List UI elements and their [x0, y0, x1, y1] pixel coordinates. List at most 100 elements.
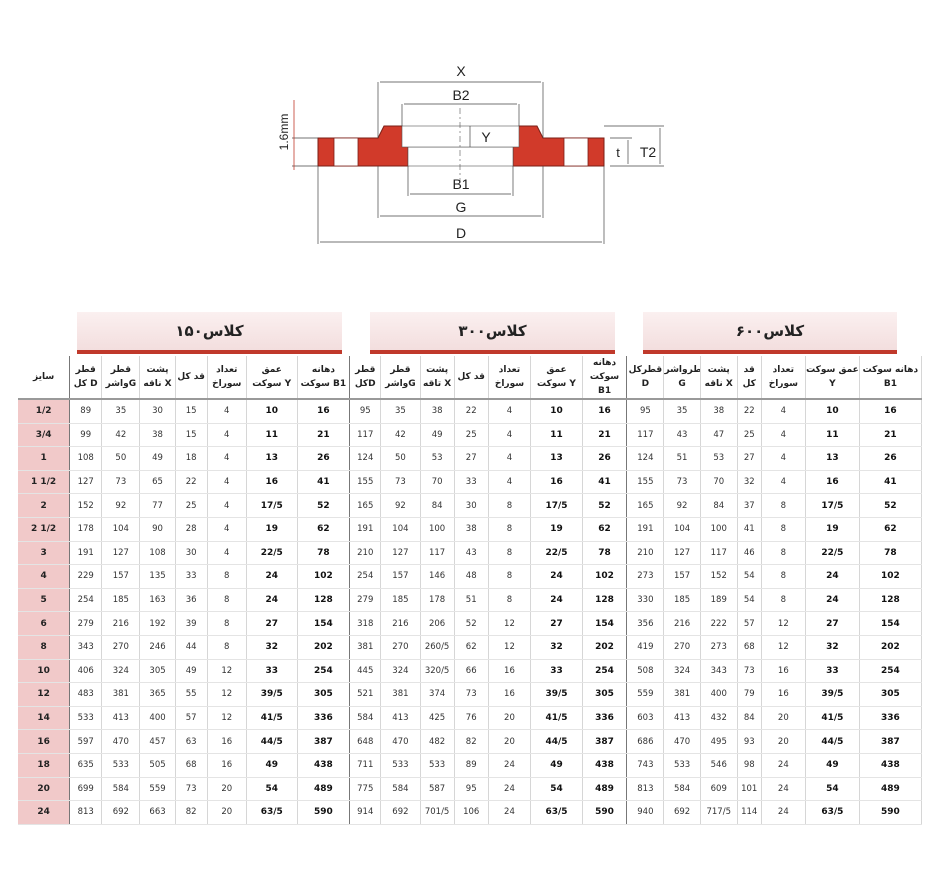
header-size: سایز — [18, 356, 71, 400]
header-600-2: تعداد سوراخ — [761, 356, 807, 400]
cell-c150-6: 635 — [69, 753, 103, 778]
cell-c600-6: 124 — [626, 446, 665, 471]
cell-c600-6: 603 — [626, 706, 665, 731]
cell-c300-3: 43 — [454, 541, 489, 566]
cell-c300-4: 425 — [420, 706, 455, 731]
cell-c300-2: 16 — [488, 659, 532, 684]
cell-c150-6: 191 — [69, 541, 103, 566]
header-300-2: تعداد سوراخ — [488, 356, 532, 400]
cell-c600-0: 387 — [859, 729, 923, 754]
cell-c150-5: 157 — [101, 564, 141, 589]
cell-c150-2: 8 — [207, 635, 247, 660]
cell-c150-4: 163 — [139, 588, 176, 613]
cell-c600-2: 16 — [761, 659, 807, 684]
cell-c600-2: 16 — [761, 682, 807, 707]
cell-c150-1: 41/5 — [246, 706, 298, 731]
cell-c300-0: 438 — [582, 753, 628, 778]
cell-c300-6: 95 — [349, 399, 382, 424]
cell-c150-1: 16 — [246, 470, 298, 495]
cell-c150-0: 254 — [297, 659, 351, 684]
cell-c150-2: 16 — [207, 729, 247, 754]
cell-c300-4: 260/5 — [420, 635, 455, 660]
cell-c150-3: 36 — [175, 588, 208, 613]
cell-c300-2: 24 — [488, 777, 532, 802]
size-cell: 16 — [18, 729, 71, 754]
cell-c150-5: 584 — [101, 777, 141, 802]
cell-c300-4: 146 — [420, 564, 455, 589]
cell-c300-2: 20 — [488, 706, 532, 731]
cell-c600-4: 84 — [700, 493, 738, 518]
cell-c150-1: 19 — [246, 517, 298, 542]
cell-c300-1: 13 — [530, 446, 583, 471]
cell-c600-2: 8 — [761, 588, 807, 613]
cell-c600-1: 17/5 — [805, 493, 860, 518]
cell-c150-3: 49 — [175, 659, 208, 684]
cell-c600-0: 41 — [859, 470, 923, 495]
cell-c150-0: 52 — [297, 493, 351, 518]
cell-c600-2: 4 — [761, 423, 807, 448]
cell-c150-2: 20 — [207, 777, 247, 802]
cell-c300-4: 70 — [420, 470, 455, 495]
label-t: t — [616, 145, 620, 160]
cell-c300-6: 318 — [349, 611, 382, 636]
header-300-0: دهانه سوکت B1 — [582, 356, 628, 400]
cell-c300-5: 185 — [380, 588, 421, 613]
cell-c300-0: 387 — [582, 729, 628, 754]
cell-c150-2: 4 — [207, 423, 247, 448]
cell-c300-3: 30 — [454, 493, 489, 518]
cell-c600-6: 273 — [626, 564, 665, 589]
cell-c600-3: 101 — [737, 777, 762, 802]
cell-c150-4: 505 — [139, 753, 176, 778]
cell-c150-5: 216 — [101, 611, 141, 636]
cell-c600-2: 20 — [761, 706, 807, 731]
cell-c600-3: 93 — [737, 729, 762, 754]
cell-c600-1: 32 — [805, 635, 860, 660]
label-d: D — [456, 225, 466, 241]
size-cell: 6 — [18, 611, 71, 636]
cell-c600-2: 8 — [761, 493, 807, 518]
cell-c300-6: 445 — [349, 659, 382, 684]
cell-c300-3: 25 — [454, 423, 489, 448]
cell-c600-2: 4 — [761, 399, 807, 424]
cell-c600-5: 533 — [663, 753, 701, 778]
cell-c150-4: 400 — [139, 706, 176, 731]
cell-c150-3: 82 — [175, 800, 208, 825]
cell-c150-3: 33 — [175, 564, 208, 589]
header-600-0: دهانه سوکت B1 — [859, 356, 923, 400]
cell-c600-4: 47 — [700, 423, 738, 448]
cell-c300-0: 16 — [582, 399, 628, 424]
cell-c150-2: 12 — [207, 659, 247, 684]
cell-c300-1: 19 — [530, 517, 583, 542]
cell-c150-4: 30 — [139, 399, 176, 424]
cell-c600-3: 54 — [737, 588, 762, 613]
cell-c150-4: 135 — [139, 564, 176, 589]
cell-c600-4: 495 — [700, 729, 738, 754]
cell-c600-4: 717/5 — [700, 800, 738, 825]
cell-c300-6: 117 — [349, 423, 382, 448]
size-cell: 10 — [18, 659, 71, 684]
cell-c300-3: 27 — [454, 446, 489, 471]
cell-c150-5: 270 — [101, 635, 141, 660]
cell-c600-5: 270 — [663, 635, 701, 660]
cell-c600-1: 16 — [805, 470, 860, 495]
cell-c600-1: 27 — [805, 611, 860, 636]
cell-c300-4: 49 — [420, 423, 455, 448]
cell-c150-4: 192 — [139, 611, 176, 636]
cell-c600-5: 92 — [663, 493, 701, 518]
cell-c600-5: 157 — [663, 564, 701, 589]
size-cell: 3/4 — [18, 423, 71, 448]
cell-c150-4: 305 — [139, 659, 176, 684]
cell-c300-2: 12 — [488, 635, 532, 660]
cell-c600-4: 100 — [700, 517, 738, 542]
cell-c600-3: 57 — [737, 611, 762, 636]
cell-c150-0: 128 — [297, 588, 351, 613]
cell-c300-4: 533 — [420, 753, 455, 778]
cell-c600-5: 381 — [663, 682, 701, 707]
cell-c300-4: 482 — [420, 729, 455, 754]
cell-c150-3: 57 — [175, 706, 208, 731]
cell-c600-2: 24 — [761, 800, 807, 825]
